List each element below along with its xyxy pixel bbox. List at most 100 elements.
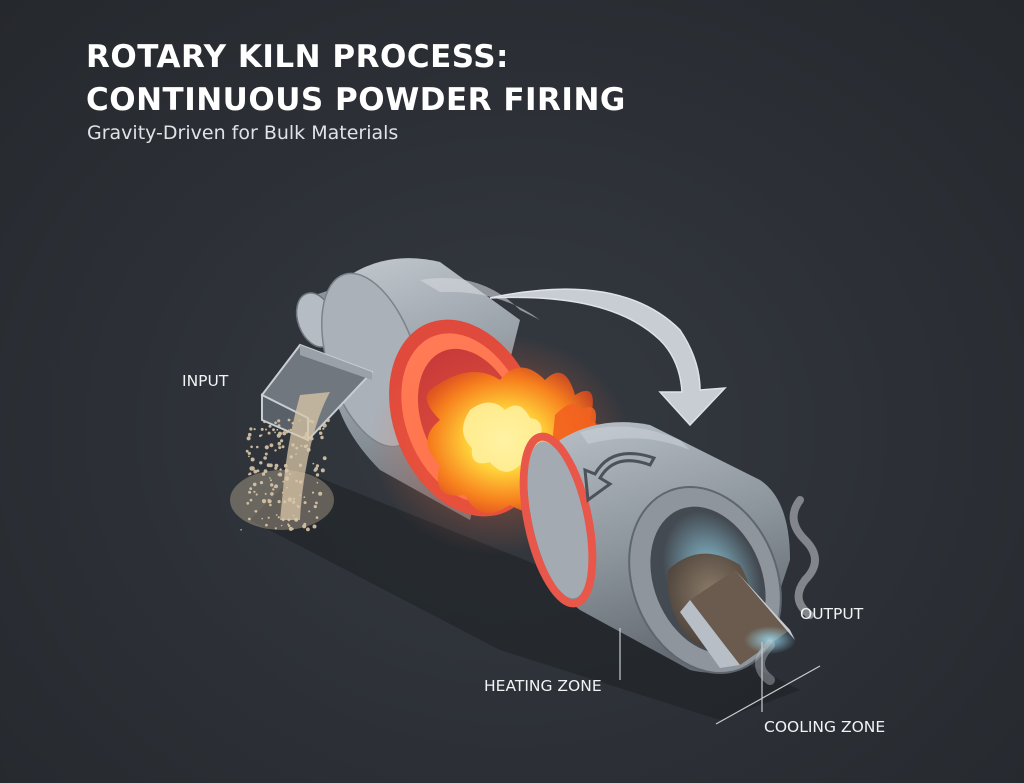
powder-particle — [291, 443, 295, 447]
powder-particle — [291, 528, 294, 530]
powder-particle — [278, 473, 283, 477]
powder-particle — [249, 498, 253, 502]
powder-particle — [263, 469, 268, 473]
powder-particle — [248, 490, 252, 494]
powder-particle — [294, 517, 299, 522]
powder-particle — [278, 446, 282, 450]
powder-particle — [313, 505, 317, 509]
powder-particle — [303, 496, 306, 498]
powder-particle — [272, 488, 275, 491]
powder-particle — [267, 431, 271, 435]
powder-particle — [295, 446, 299, 450]
powder-particle — [313, 469, 316, 472]
powder-particle — [259, 481, 264, 485]
powder-particle — [322, 427, 325, 430]
powder-particle — [248, 455, 250, 458]
powder-particle — [274, 463, 279, 468]
powder-particle — [249, 466, 254, 471]
powder-particle — [269, 503, 272, 507]
powder-particle — [252, 482, 257, 487]
powder-particle — [272, 428, 275, 432]
powder-particle — [306, 527, 310, 532]
powder-particle — [276, 433, 281, 438]
kiln-shadow — [250, 470, 800, 720]
powder-particle — [289, 472, 291, 475]
powder-particle — [315, 501, 318, 505]
powder-particle — [295, 479, 298, 483]
powder-particle — [274, 449, 277, 452]
label-input: INPUT — [182, 372, 229, 390]
powder-particle — [263, 456, 267, 460]
powder-particle — [326, 418, 330, 423]
label-output: OUTPUT — [800, 605, 864, 623]
powder-particle — [259, 461, 263, 465]
powder-particle — [264, 445, 269, 450]
powder-particle — [311, 420, 315, 424]
powder-particle — [249, 487, 253, 490]
powder-particle — [254, 510, 258, 513]
powder-particle — [292, 497, 296, 501]
powder-particle — [319, 431, 323, 435]
diagram-title: ROTARY KILN PROCESS: CONTINUOUS POWDER F… — [86, 36, 626, 122]
powder-particle — [253, 428, 256, 431]
powder-particle — [253, 469, 258, 474]
powder-particle — [289, 455, 293, 459]
powder-particle — [283, 500, 287, 504]
powder-particle — [287, 418, 291, 422]
powder-particle — [261, 472, 266, 476]
powder-particle — [260, 427, 264, 431]
powder-particle — [267, 498, 270, 501]
powder-particle — [303, 501, 307, 505]
diagram-subtitle: Gravity-Driven for Bulk Materials — [87, 122, 399, 144]
powder-particle — [277, 419, 281, 423]
powder-particle — [279, 468, 282, 471]
powder-particle — [315, 516, 319, 519]
powder-particle — [274, 421, 277, 425]
powder-particle — [295, 453, 297, 455]
powder-particle — [286, 486, 288, 489]
powder-particle — [261, 517, 264, 520]
powder-particle — [283, 463, 288, 468]
powder-particle — [298, 419, 301, 422]
powder-particle — [299, 480, 303, 484]
powder-particle — [284, 476, 289, 481]
title-line-1: ROTARY KILN PROCESS: — [86, 39, 509, 75]
powder-particle — [256, 469, 260, 473]
powder-particle — [300, 444, 303, 447]
steam-icon — [755, 496, 819, 685]
title-line-2: CONTINUOUS POWDER FIRING — [86, 82, 626, 118]
powder-particle — [322, 456, 327, 461]
powder-particle — [282, 431, 287, 436]
powder-particle — [278, 443, 280, 446]
powder-particle — [247, 451, 251, 455]
powder-particle — [274, 527, 277, 530]
powder-particle — [255, 493, 258, 496]
powder-particle — [265, 428, 267, 431]
powder-particle — [302, 524, 307, 529]
powder-particle — [312, 524, 317, 529]
powder-particle — [246, 501, 250, 505]
powder-particle — [264, 492, 267, 495]
output-chute — [680, 570, 796, 668]
powder-particle — [292, 514, 295, 517]
powder-particle — [281, 491, 284, 494]
powder-particle — [274, 466, 278, 470]
powder-particle — [305, 432, 309, 436]
powder-particle — [320, 435, 324, 440]
powder-particle — [280, 524, 283, 527]
powder-particle — [289, 428, 292, 431]
powder-particle — [298, 463, 303, 467]
powder-particle — [303, 444, 308, 449]
powder-particle — [247, 432, 252, 437]
powder-particle — [270, 479, 272, 482]
powder-particle — [248, 517, 251, 521]
powder-particle — [280, 439, 284, 443]
powder-particle — [285, 430, 289, 434]
powder-particle — [287, 429, 290, 432]
powder-particle — [312, 462, 315, 465]
powder-particle — [303, 435, 307, 439]
powder-particle — [277, 424, 281, 428]
powder-particle — [270, 483, 274, 487]
powder-particle — [314, 467, 319, 471]
